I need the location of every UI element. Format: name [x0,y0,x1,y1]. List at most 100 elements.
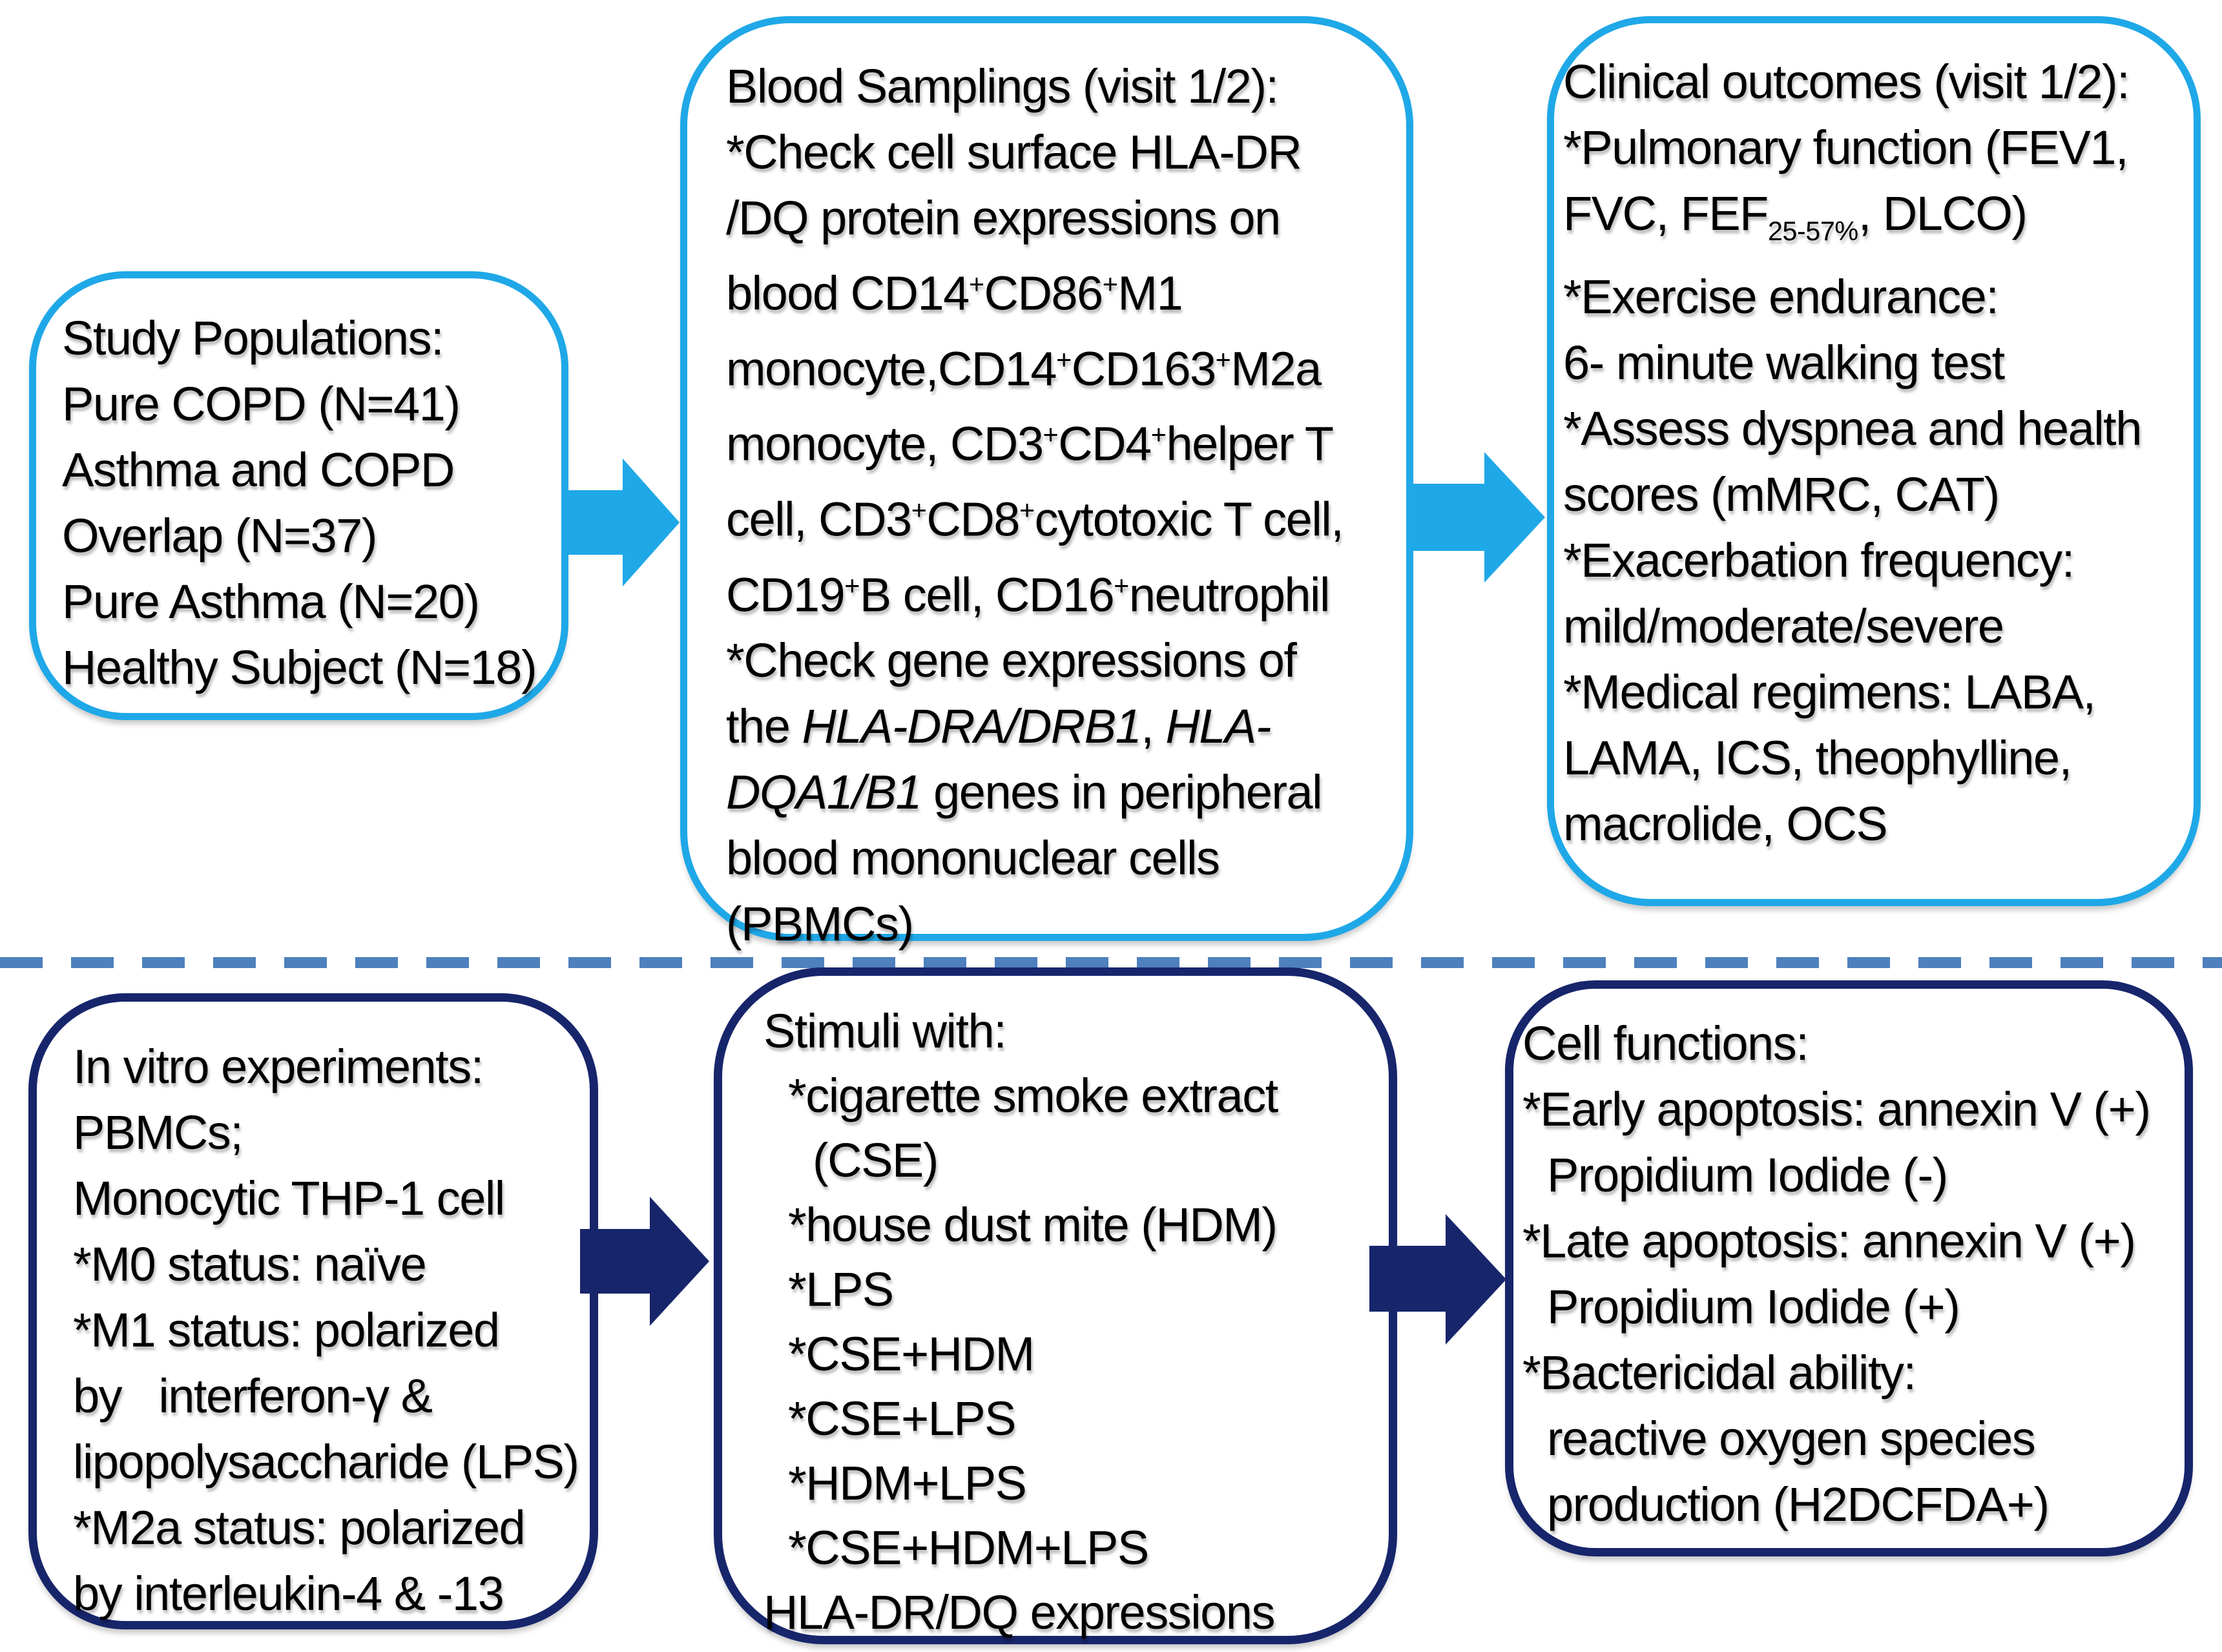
text-line: /DQ protein expressions on [726,185,1395,251]
text-line: by interferon-γ & [73,1363,585,1429]
text-line: reactive oxygen species [1522,1406,2181,1472]
text-segment: *CSE+HDM+LPS [788,1521,1149,1575]
text-line: Blood Samplings (visit 1/2): [726,54,1395,119]
flow-arrow-invitro-to-stimuli [580,1197,709,1326]
text-segment: *cigarette smoke extract [788,1069,1278,1122]
text-line: *house dust mite (HDM) [763,1193,1384,1257]
text-segment: *Exacerbation frequency: [1563,533,2075,587]
text-line: In vitro experiments: [73,1034,585,1100]
text-line: *CSE+HDM [763,1322,1384,1387]
text-segment: M2a [1230,342,1322,396]
text-line: 6- minute walking test [1563,330,2188,396]
text-segment: neutrophil [1128,568,1331,622]
box-cell-functions: Cell functions:*Early apoptosis: annexin… [1505,980,2193,1556]
text-line: *cigarette smoke extract [763,1064,1384,1128]
superscript-text: + [1215,344,1231,375]
text-line: Study Populations: [62,305,548,371]
box-stimuli: Stimuli with: *cigarette smoke extract (CS… [714,967,1397,1644]
section-divider [0,957,2222,968]
text-line: Overlap (N=37) [62,503,548,569]
text-line: blood mononuclear cells [726,825,1395,891]
text-segment: FVC, FEF [1563,187,1769,240]
text-segment: Clinical outcomes (visit 1/2): [1563,55,2130,108]
text-segment: reactive oxygen species [1547,1412,2036,1465]
text-segment: by interferon-γ & [73,1369,433,1423]
italic-text: DQA1/B1 [726,765,922,820]
text-segment: the [726,699,802,754]
text-segment: Cell functions: [1522,1017,1809,1070]
superscript-text: + [1114,570,1129,601]
text-line: LAMA, ICS, theophylline, [1563,725,2188,791]
text-segment: LAMA, ICS, theophylline, [1563,730,2072,785]
text-segment: *Exercise endurance: [1563,269,1999,324]
text-line: Healthy Subject (N=18) [62,635,548,701]
arrow-shaft [565,490,623,555]
text-line: by interleukin-4 & -13 [73,1561,585,1627]
text-line: *Assess dyspnea and health [1563,396,2188,462]
box-clinical-outcomes: Clinical outcomes (visit 1/2):*Pulmonary… [1547,16,2201,906]
text-line: Propidium Iodide (+) [1522,1274,2181,1340]
text-segment: /DQ protein expressions on [726,191,1281,245]
flow-arrow-stimuli-to-cellfunctions [1369,1214,1506,1345]
text-segment: blood mononuclear cells [726,831,1220,885]
text-segment: genes in peripheral [921,765,1322,820]
text-segment: macrolide, OCS [1563,796,1888,851]
text-segment: Stimuli with: [763,1004,1007,1058]
subscript-text: 25-57% [1767,215,1858,246]
text-line: Pure Asthma (N=20) [62,569,548,635]
text-segment: *M0 status: naïve [73,1237,427,1291]
superscript-text: + [1056,344,1072,375]
text-segment: *Medical regimens: LABA, [1563,665,2096,719]
text-segment: *M1 status: polarized [73,1303,500,1357]
text-line: blood CD14+CD86+M1 [726,251,1395,327]
box-blood-samplings-text: Blood Samplings (visit 1/2):*Check cell … [726,54,1395,957]
text-segment: *Bactericidal ability: [1522,1346,1916,1399]
text-line: Asthma and COPD [62,437,548,503]
text-line: the HLA-DRA/DRB1, HLA- [726,694,1395,759]
arrow-head [1446,1214,1506,1345]
text-line: CD19+B cell, CD16+neutrophil [726,553,1395,628]
text-line: *Exercise endurance: [1563,264,2188,330]
text-segment: Blood Samplings (visit 1/2): [726,59,1279,113]
text-segment: *CSE+LPS [788,1392,1017,1445]
text-segment: In vitro experiments: [73,1040,484,1093]
text-line: (CSE) [763,1128,1384,1193]
text-line: Clinical outcomes (visit 1/2): [1563,49,2188,115]
text-line: *Bactericidal ability: [1522,1340,2181,1406]
box-clinical-outcomes-text: Clinical outcomes (visit 1/2):*Pulmonary… [1563,49,2188,857]
superscript-text: + [911,494,927,525]
text-segment: monocyte, CD3 [726,417,1044,471]
arrow-shaft [1369,1246,1446,1312]
text-segment: CD4 [1058,417,1152,471]
text-segment: *CSE+HDM [788,1327,1035,1381]
text-line: Stimuli with: [763,999,1384,1064]
text-segment: monocyte,CD14 [726,342,1057,396]
text-line: FVC, FEF25-57%, DLCO) [1563,181,2188,264]
text-line: monocyte, CD3+CD4+helper T [726,402,1395,477]
text-line: *Exacerbation frequency: [1563,528,2188,594]
text-segment: , DLCO) [1858,187,2028,240]
text-line: *HDM+LPS [763,1451,1384,1516]
text-segment: (CSE) [813,1133,939,1187]
text-segment: scores (mMRC, CAT) [1563,467,2000,521]
box-in-vitro-experiments-text: In vitro experiments:PBMCs;Monocytic THP… [73,1034,585,1627]
text-segment: CD163 [1071,342,1216,396]
box-cell-functions-text: Cell functions:*Early apoptosis: annexin… [1522,1011,2181,1538]
text-segment: cell, CD3 [726,492,912,546]
text-segment: production (H2DCFDA+) [1547,1478,2050,1531]
box-in-vitro-experiments: In vitro experiments:PBMCs;Monocytic THP… [28,993,598,1629]
text-segment: helper T [1166,417,1334,471]
flow-arrow-populations-to-samplings [565,459,680,586]
text-line: *M2a status: polarized [73,1495,585,1561]
text-line: HLA-DR/DQ expressions [763,1580,1384,1645]
text-line: *CSE+HDM+LPS [763,1516,1384,1580]
text-line: *M1 status: polarized [73,1297,585,1363]
text-segment: CD86 [984,266,1104,320]
text-segment: Asthma and COPD [62,443,455,497]
box-stimuli-text: Stimuli with: *cigarette smoke extract (CS… [763,999,1384,1645]
text-line: Cell functions: [1522,1011,2181,1077]
superscript-text: + [1150,419,1167,450]
text-segment: B cell, CD16 [859,568,1115,622]
flow-arrow-samplings-to-outcomes [1412,452,1545,583]
